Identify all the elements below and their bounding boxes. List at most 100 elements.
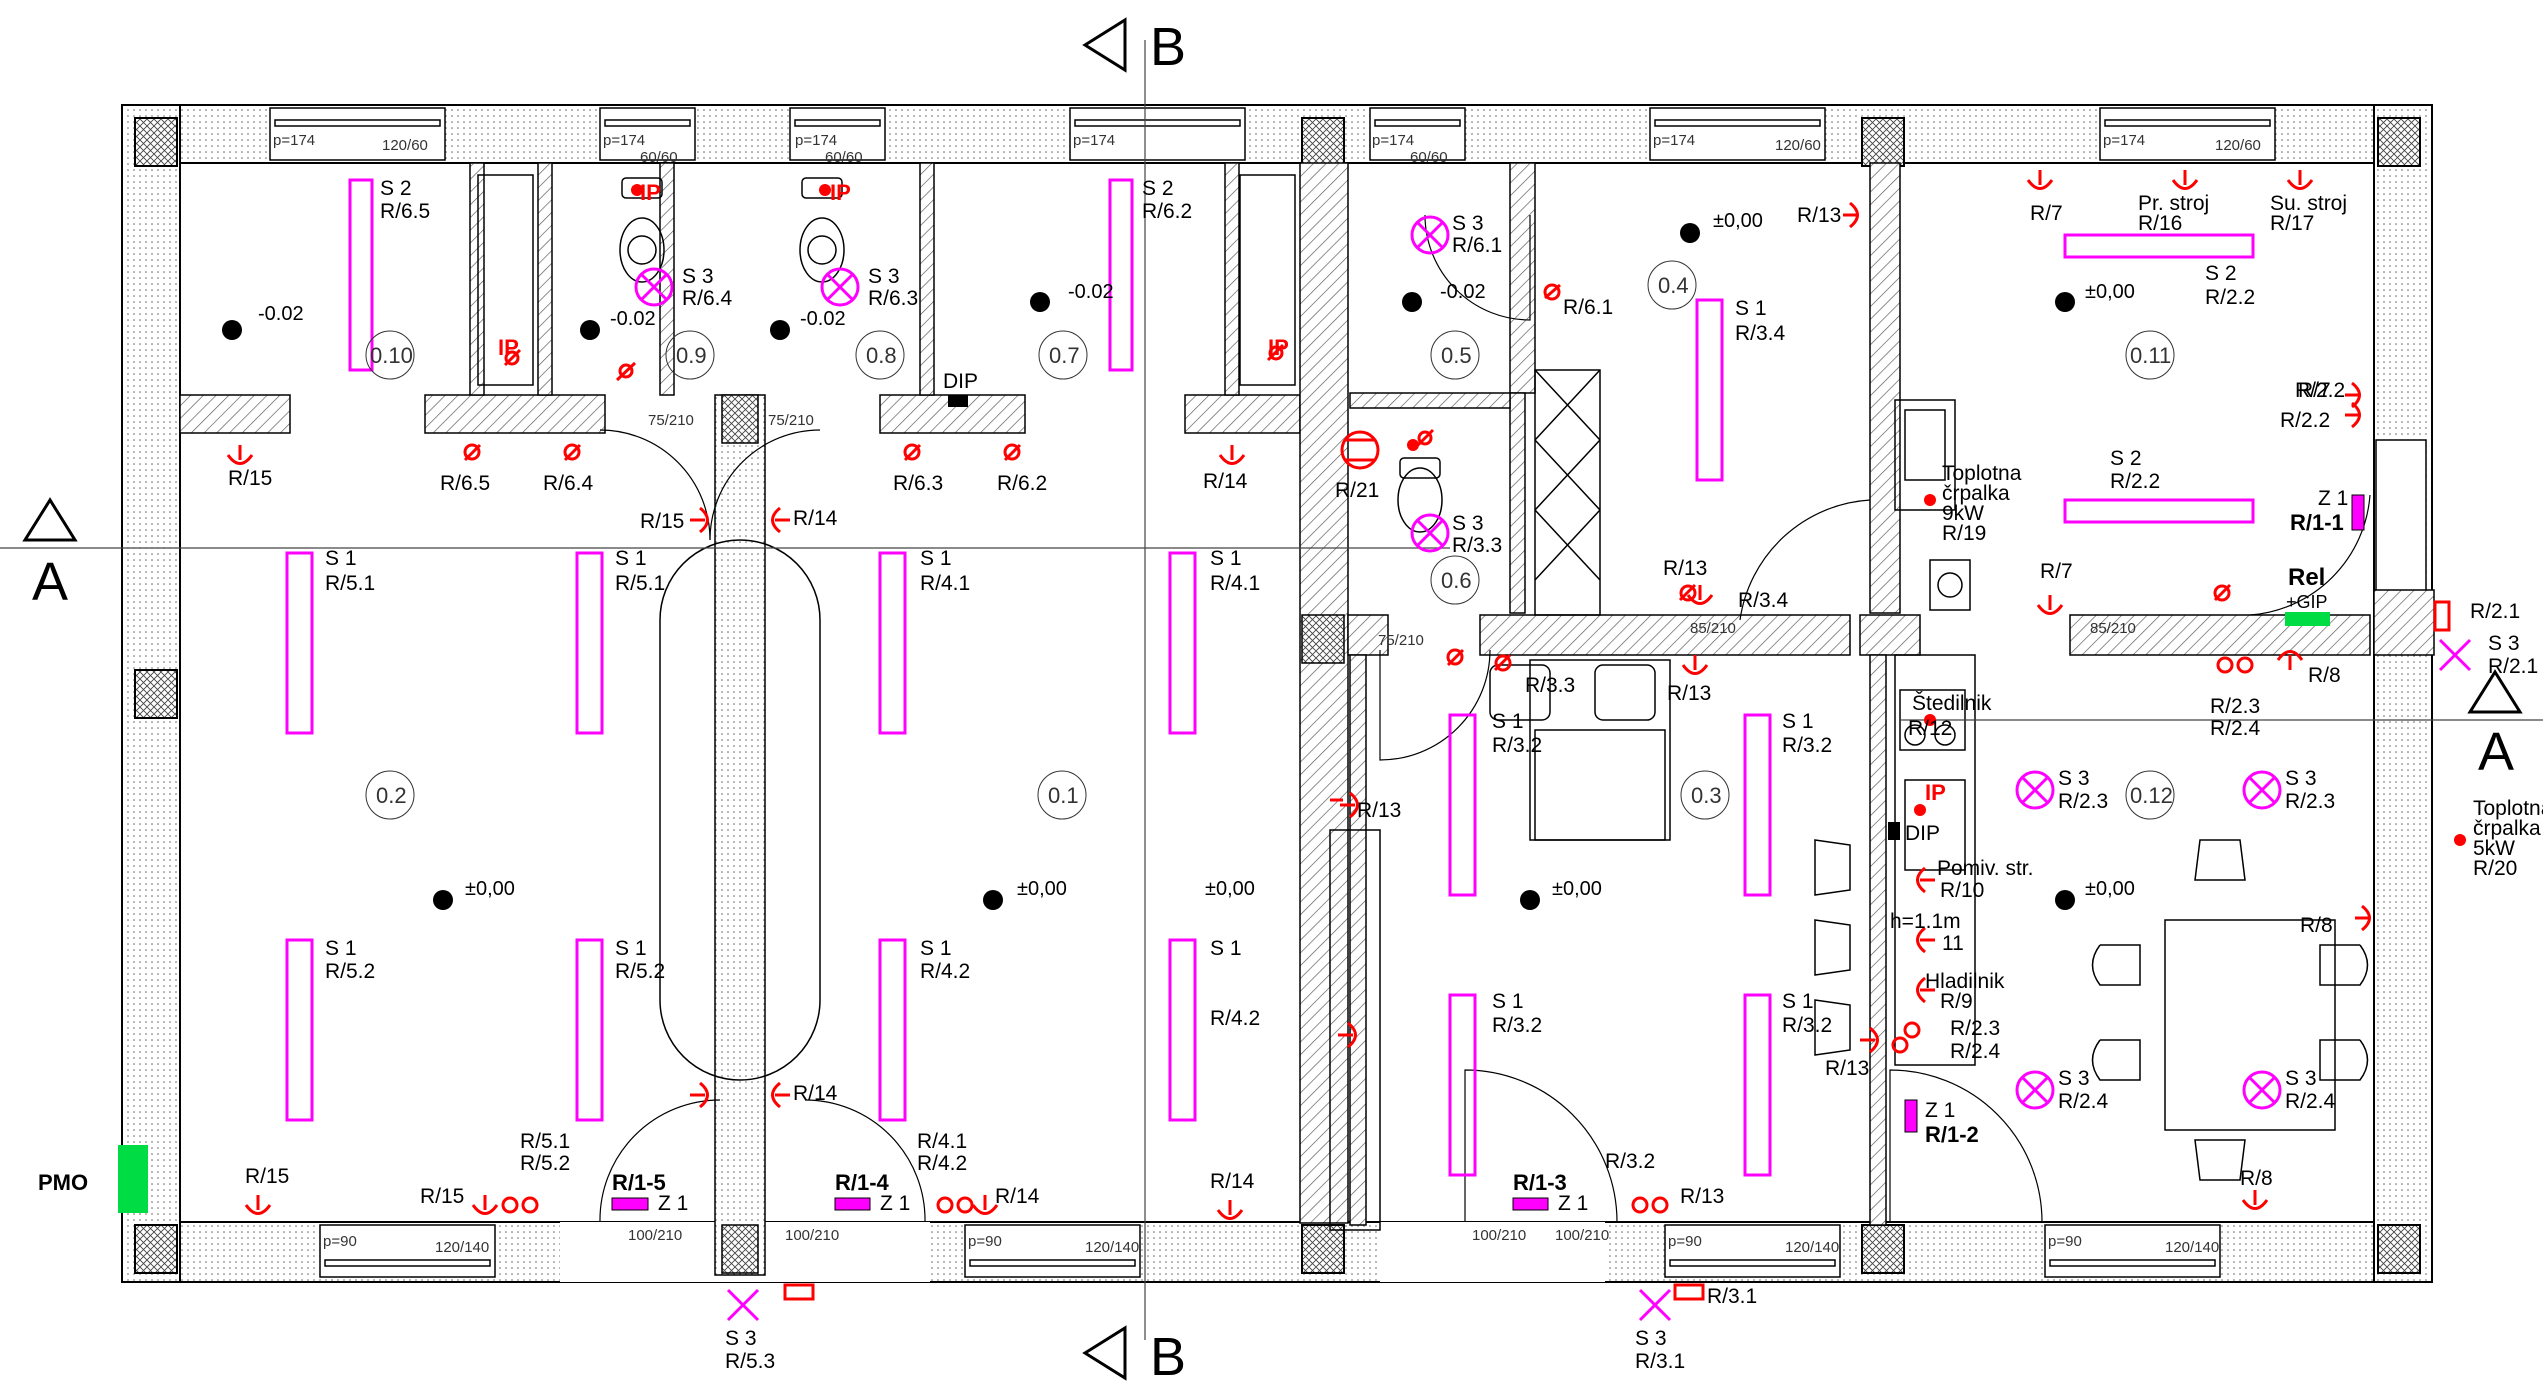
outlet-label: R/6.5 [440, 472, 490, 495]
outlet-label: R/3.2 [1605, 1150, 1655, 1173]
window-label: p=174 [1653, 132, 1695, 149]
level-text: ±0,00 [2085, 878, 2135, 900]
outlet-label: Z 1 [1558, 1192, 1588, 1215]
level-markers [222, 223, 2075, 910]
stove-label: Štedilnik [1912, 692, 1992, 715]
room-label: 0.7 [1049, 343, 1080, 368]
fixture-type: S 1 [615, 547, 647, 570]
outlet-label: R/3.3 [1525, 674, 1575, 697]
fixture-circuit: R/3.2 [1782, 1014, 1832, 1037]
fixture-circuit: R/6.5 [380, 200, 430, 223]
outlet-symbols [226, 170, 2451, 1301]
level-text: -0.02 [800, 308, 846, 330]
fixture-circuit: R/3.1 [1635, 1350, 1685, 1373]
outlet-label: R/6.1 [1563, 296, 1613, 319]
door-label: 85/210 [2090, 620, 2136, 637]
outlet-labels: R/15 R/6.5 R/6.4 R/6.3 R/6.2 R/14 R/15 R… [228, 180, 2520, 1308]
fixture-type: S 3 [1452, 212, 1484, 235]
fixture-type: S 3 [1635, 1327, 1667, 1350]
outlet-label: R/13 [1825, 1057, 1869, 1080]
fixture-circuit: R/4.1 [1210, 572, 1260, 595]
fixture-type: S 1 [325, 937, 357, 960]
outlet-label: R/6.3 [893, 472, 943, 495]
section-b-top: B [1150, 17, 1186, 77]
room-label: 0.4 [1658, 273, 1689, 298]
fixture-type: S 1 [1492, 990, 1524, 1013]
outlet-label: R/3.4 [1738, 589, 1789, 612]
outlet-label: R/2.2 [2280, 409, 2330, 432]
window-label: p=90 [1668, 1233, 1702, 1250]
luminaires [285, 178, 2472, 1322]
level-text: ±0,00 [1552, 878, 1602, 900]
fixture-type: S 3 [2285, 1067, 2317, 1090]
fixture-circuit: R/4.2 [1210, 1007, 1260, 1030]
window-label: p=90 [2048, 1233, 2082, 1250]
door-label: 75/210 [768, 412, 814, 429]
level-text: ±0,00 [1017, 878, 1067, 900]
window-label: 60/60 [640, 149, 678, 166]
heat-pump-label: črpalka [1942, 482, 2010, 505]
fixture-circuit: R/6.4 [682, 287, 733, 310]
dishwasher-label: Pomiv. str. [1937, 857, 2033, 880]
fixture-type: S 3 [2058, 767, 2090, 790]
outlet-label: Z 1 [2318, 487, 2348, 510]
outlet-label: R/14 [793, 1082, 838, 1105]
window-label: p=174 [2103, 132, 2145, 149]
fixture-circuit: R/5.3 [725, 1350, 775, 1373]
fixture-type: S 1 [615, 937, 647, 960]
top-windows [269, 107, 2427, 1282]
window-label: 120/140 [1085, 1239, 1139, 1256]
level-text: ±0,00 [465, 878, 515, 900]
level-text: ±0,00 [1713, 210, 1763, 232]
outlet-label: R/14 [1210, 1170, 1255, 1193]
heat-pump-label: Toplotna [1942, 462, 2022, 485]
outlet-label: R/13 [1797, 204, 1841, 227]
fixture-circuit: R/6.2 [1142, 200, 1192, 223]
outlet-label: R/1-1 [2290, 510, 2344, 535]
fixture-type: S 1 [1210, 547, 1242, 570]
outlet-label: Z 1 [880, 1192, 910, 1215]
window-label: 120/140 [1785, 1239, 1839, 1256]
level-text: ±0,00 [2085, 281, 2135, 303]
fixture-type: S 2 [2110, 447, 2142, 470]
door-label: 75/210 [1378, 632, 1424, 649]
fixture-circuit: R/5.2 [615, 960, 665, 983]
pmo-panel [118, 1145, 148, 1213]
heat-pump-label: 5kW [2473, 837, 2515, 860]
room-label: 0.10 [370, 343, 413, 368]
dryer-label: Su. stroj [2270, 192, 2347, 215]
height-note: h=1.1m [1890, 910, 1961, 933]
section-lines [0, 40, 2543, 1340]
fixture-circuit: R/2.3 [2285, 790, 2335, 813]
outlet-label: IP [830, 180, 851, 205]
window-label: 120/60 [1775, 137, 1821, 154]
heat-pump-label: črpalka [2473, 817, 2541, 840]
outlet-label: R/2.1 [2470, 600, 2520, 623]
fixture-type: S 1 [1782, 990, 1814, 1013]
rel-panel [2285, 612, 2330, 626]
sanitary-fixtures [477, 174, 2369, 1231]
dip-panel-2 [1888, 822, 1900, 840]
window-label: p=90 [968, 1233, 1002, 1250]
level-text: -0.02 [1440, 281, 1486, 303]
fixture-circuit: R/2.4 [2285, 1090, 2336, 1113]
room-label: 0.12 [2130, 783, 2173, 808]
outlet-label: R/15 [245, 1165, 289, 1188]
fixture-labels: S 2 R/6.5 S 2 R/6.2 S 3 R/6.4 S 3 R/6.3 … [325, 177, 2538, 1373]
fixture-circuit: R/3.2 [1492, 734, 1542, 757]
room-label: 0.2 [376, 783, 407, 808]
level-labels: -0.02 -0.02 -0.02 -0.02 -0.02 ±0,00 ±0,0… [258, 210, 2135, 900]
dip-label: DIP [943, 370, 978, 393]
outlet-label: R/5.1 [520, 1130, 570, 1153]
appliance-labels: Toplotna črpalka 9kW R/19 Toplotna črpal… [1890, 192, 2543, 993]
outlet-label: IP [1925, 780, 1946, 805]
fixture-circuit: R/3.4 [1735, 322, 1786, 345]
fixture-circuit: R/2.4 [2058, 1090, 2109, 1113]
distribution-boxes [611, 494, 2365, 1211]
fixture-type: S 3 [1452, 512, 1484, 535]
fixture-type: S 1 [920, 547, 952, 570]
section-b-bottom: B [1150, 1327, 1186, 1382]
window-label: 120/140 [435, 1239, 489, 1256]
dip-panel [948, 395, 968, 407]
